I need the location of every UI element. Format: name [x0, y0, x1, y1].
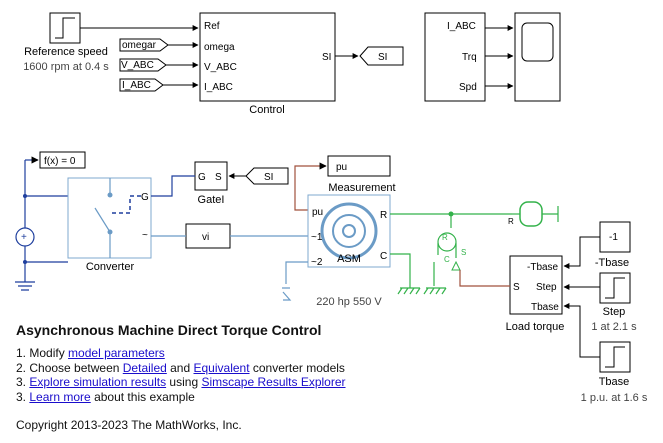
solver-config-block[interactable]: f(x) = 0 [39, 151, 86, 169]
from-si-tag[interactable]: SI [245, 167, 289, 185]
mechanical-ground-icon-2 [423, 287, 447, 295]
svg-text:vi: vi [202, 232, 209, 243]
control-port-ref: Ref [204, 21, 220, 32]
svg-text:S: S [215, 172, 222, 183]
ground-icon [15, 281, 35, 291]
control-port-omega: omega [204, 42, 235, 53]
detailed-link[interactable]: Detailed [122, 360, 167, 375]
svg-text:Tbase: Tbase [531, 302, 559, 313]
gatel-label: GateI [198, 194, 225, 206]
instruction-item: 1. Modify model parameters [16, 346, 165, 360]
svg-text:pu: pu [336, 162, 347, 173]
control-port-vabc: V_ABC [204, 62, 237, 73]
step-subtitle: 1 at 2.1 s [591, 321, 637, 333]
svg-text:I_ABC: I_ABC [122, 80, 151, 91]
svg-text:~2: ~2 [311, 257, 323, 268]
svg-text:+: + [21, 232, 27, 243]
asm-label: ASM [337, 253, 361, 265]
mechanical-ground-icon [397, 287, 421, 295]
svg-text:SI: SI [264, 172, 273, 183]
svg-text:I_ABC: I_ABC [447, 21, 476, 32]
tbase-label: Tbase [599, 376, 630, 388]
svg-text:f(x) = 0: f(x) = 0 [44, 156, 76, 167]
model-title: Asynchronous Machine Direct Torque Contr… [16, 322, 322, 338]
svg-text:C: C [380, 251, 387, 262]
dc-voltage-source[interactable]: + [15, 227, 35, 247]
inertia-block[interactable]: R [508, 201, 559, 227]
asm-block[interactable]: pu ~1 ~2 R C ASM 220 hp 550 V [307, 194, 391, 308]
converter-label: Converter [86, 261, 135, 273]
svg-text:S: S [461, 248, 466, 257]
svg-text:SI: SI [378, 52, 387, 63]
asm-subtitle: 220 hp 550 V [316, 296, 382, 308]
control-port-iabc: I_ABC [204, 82, 233, 93]
neutral-port-icon [282, 287, 292, 301]
equivalent-link[interactable]: Equivalent [193, 360, 250, 375]
instruction-item: 3. Explore simulation results using Sims… [16, 375, 346, 389]
goto-si-tag[interactable]: SI [359, 46, 404, 66]
from-iabc-tag[interactable]: I_ABC [119, 78, 164, 92]
svg-text:V_ABC: V_ABC [121, 60, 154, 71]
description-pane: Asynchronous Machine Direct Torque Contr… [16, 322, 536, 432]
copyright: Copyright 2013-2023 The MathWorks, Inc. [16, 418, 242, 432]
load-torque-label: Load torque [506, 321, 565, 333]
svg-text:~: ~ [142, 230, 148, 241]
svg-text:G: G [198, 172, 206, 183]
tbase-subtitle: 1 p.u. at 1.6 s [581, 392, 648, 404]
svg-text:R: R [508, 217, 514, 226]
scope-block[interactable] [514, 12, 561, 102]
measurement-block[interactable]: pu Measurement [327, 155, 396, 194]
results-explorer-link[interactable]: Simscape Results Explorer [201, 375, 346, 389]
svg-text:-Tbase: -Tbase [527, 262, 559, 273]
measurement-label: Measurement [328, 182, 395, 194]
step-label: Step [603, 306, 626, 318]
reference-speed-label: Reference speed [24, 46, 108, 58]
control-label: Control [249, 104, 284, 116]
svg-text:R: R [442, 233, 448, 242]
svg-text:-1: -1 [609, 232, 618, 243]
scope-mux-block[interactable]: I_ABC Trq Spd [424, 12, 486, 102]
control-port-si: SI [322, 52, 331, 63]
neg-tbase-block[interactable]: -1 -Tbase [595, 221, 631, 269]
svg-text:Step: Step [536, 282, 557, 293]
reference-speed-subtitle: 1600 rpm at 0.4 s [23, 61, 109, 73]
svg-text:omegar: omegar [122, 40, 157, 51]
from-vabc-tag[interactable]: V_ABC [119, 58, 167, 72]
sensor-block[interactable]: R C S [433, 232, 466, 286]
instruction-item: 2. Choose between Detailed and Equivalen… [16, 360, 345, 375]
svg-text:Spd: Spd [459, 82, 477, 93]
svg-text:~1: ~1 [311, 232, 323, 243]
reference-speed-block[interactable]: Reference speed 1600 rpm at 0.4 s [23, 12, 109, 73]
svg-text:Trq: Trq [462, 52, 477, 63]
svg-text:R: R [380, 210, 387, 221]
explore-results-link[interactable]: Explore simulation results [29, 375, 167, 389]
vi-block[interactable]: vi [185, 223, 231, 249]
instructions-list: 1. Modify model parameters 2. Choose bet… [16, 346, 536, 404]
neg-tbase-label: -Tbase [595, 257, 629, 269]
from-omegar-tag[interactable]: omegar [119, 38, 169, 52]
step-block[interactable]: Step 1 at 2.1 s [591, 272, 637, 333]
load-torque-block[interactable]: -Tbase Step Tbase S Load torque [506, 255, 565, 333]
model-parameters-link[interactable]: model parameters [68, 346, 165, 360]
tbase-block[interactable]: Tbase 1 p.u. at 1.6 s [581, 341, 648, 404]
gatel-block[interactable]: G S GateI [194, 161, 228, 206]
svg-text:S: S [513, 282, 520, 293]
instruction-item: 3. Learn more about this example [16, 389, 195, 404]
learn-more-link[interactable]: Learn more [29, 389, 91, 404]
svg-text:pu: pu [312, 207, 323, 218]
converter-block[interactable]: G ~ Converter [67, 177, 152, 273]
control-block[interactable]: Ref omega V_ABC I_ABC SI Control [199, 12, 336, 116]
svg-text:G: G [141, 192, 149, 203]
svg-text:C: C [444, 255, 450, 264]
